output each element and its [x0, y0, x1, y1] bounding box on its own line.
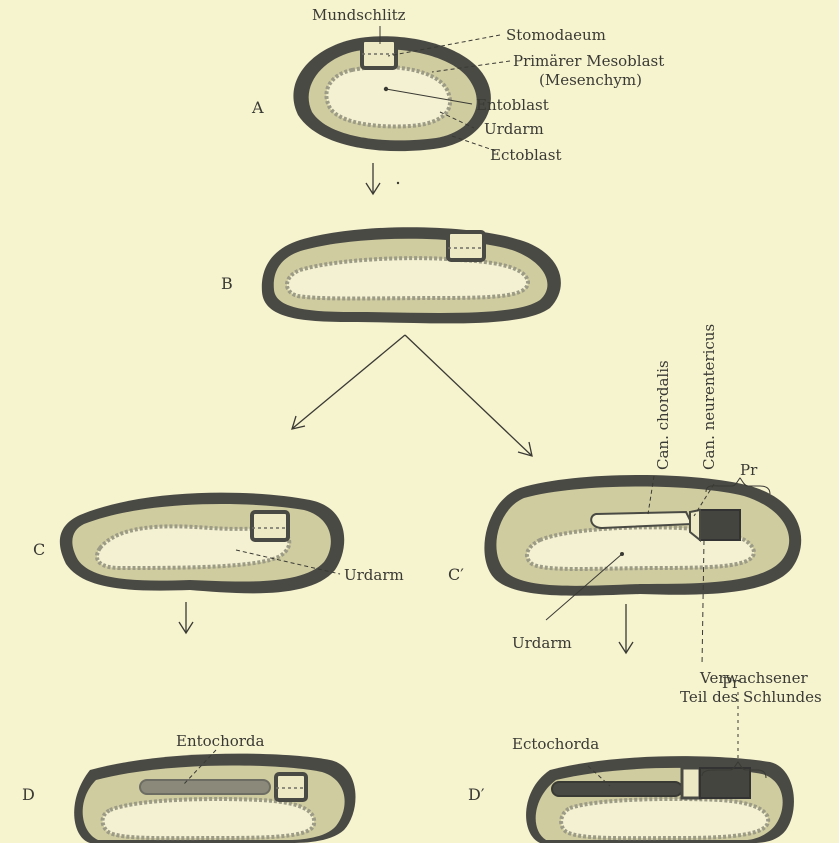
arrow-c-prime-d-prime: [619, 604, 633, 653]
embryo-b: [262, 227, 561, 323]
label-entoblast: Entoblast: [476, 96, 549, 114]
stomodaeum-b: [448, 232, 484, 260]
arrows-b-c: [292, 335, 532, 456]
label-teil-des-schlundes: Teil des Schlundes: [680, 688, 822, 706]
can-chordalis: [591, 512, 692, 528]
panel-label-c: C: [33, 540, 45, 559]
label-urdarm-c: Urdarm: [344, 566, 404, 584]
label-mundschlitz: Mundschlitz: [312, 6, 406, 24]
label-entochorda: Entochorda: [176, 732, 265, 750]
primitive-region-d-prime: [700, 768, 750, 798]
label-verwachsener: Verwachsener: [699, 669, 808, 687]
stomodaeum-a: [362, 40, 396, 68]
stomodaeum-c: [252, 512, 288, 540]
label-ectochorda: Ectochorda: [512, 735, 599, 753]
stomodaeum-d-prime: [682, 768, 700, 798]
label-pr-d-prime: Pr: [722, 674, 740, 692]
entoblast-d: [103, 799, 315, 838]
embryo-d-prime: [526, 756, 794, 843]
label-urdarm-c-prime: Urdarm: [512, 634, 572, 652]
panel-label-a: A: [251, 98, 264, 117]
entoblast-d-prime: [561, 799, 768, 838]
arrow-a-b: [366, 163, 380, 194]
label-urdarm-a: Urdarm: [484, 120, 544, 138]
label-can-neurentericus: Can. neurentericus: [700, 324, 718, 470]
entochorda: [140, 780, 270, 794]
label-can-chordalis: Can. chordalis: [654, 360, 672, 470]
primitive-region-c-prime: [700, 510, 740, 540]
embryo-d: [74, 754, 355, 843]
label-pr-c-prime: Pr: [740, 461, 758, 479]
embryo-c: [60, 493, 344, 594]
panel-label-d: D: [22, 785, 35, 804]
panel-label-c-prime: C′: [448, 565, 464, 584]
embryo-a: [293, 36, 490, 151]
panel-label-d-prime: D′: [468, 785, 485, 804]
label-stomodaeum: Stomodaeum: [506, 26, 606, 44]
panel-label-b: B: [221, 274, 233, 293]
stomodaeum-d: [276, 774, 306, 800]
embryo-c-prime: [484, 475, 801, 596]
label-mesenchym: (Mesenchym): [539, 71, 642, 89]
arrow-c-d: [179, 602, 193, 633]
ectochorda: [552, 782, 682, 796]
label-primaerer-mesoblast: Primärer Mesoblast: [513, 52, 664, 70]
label-ectoblast: Ectoblast: [490, 146, 561, 164]
